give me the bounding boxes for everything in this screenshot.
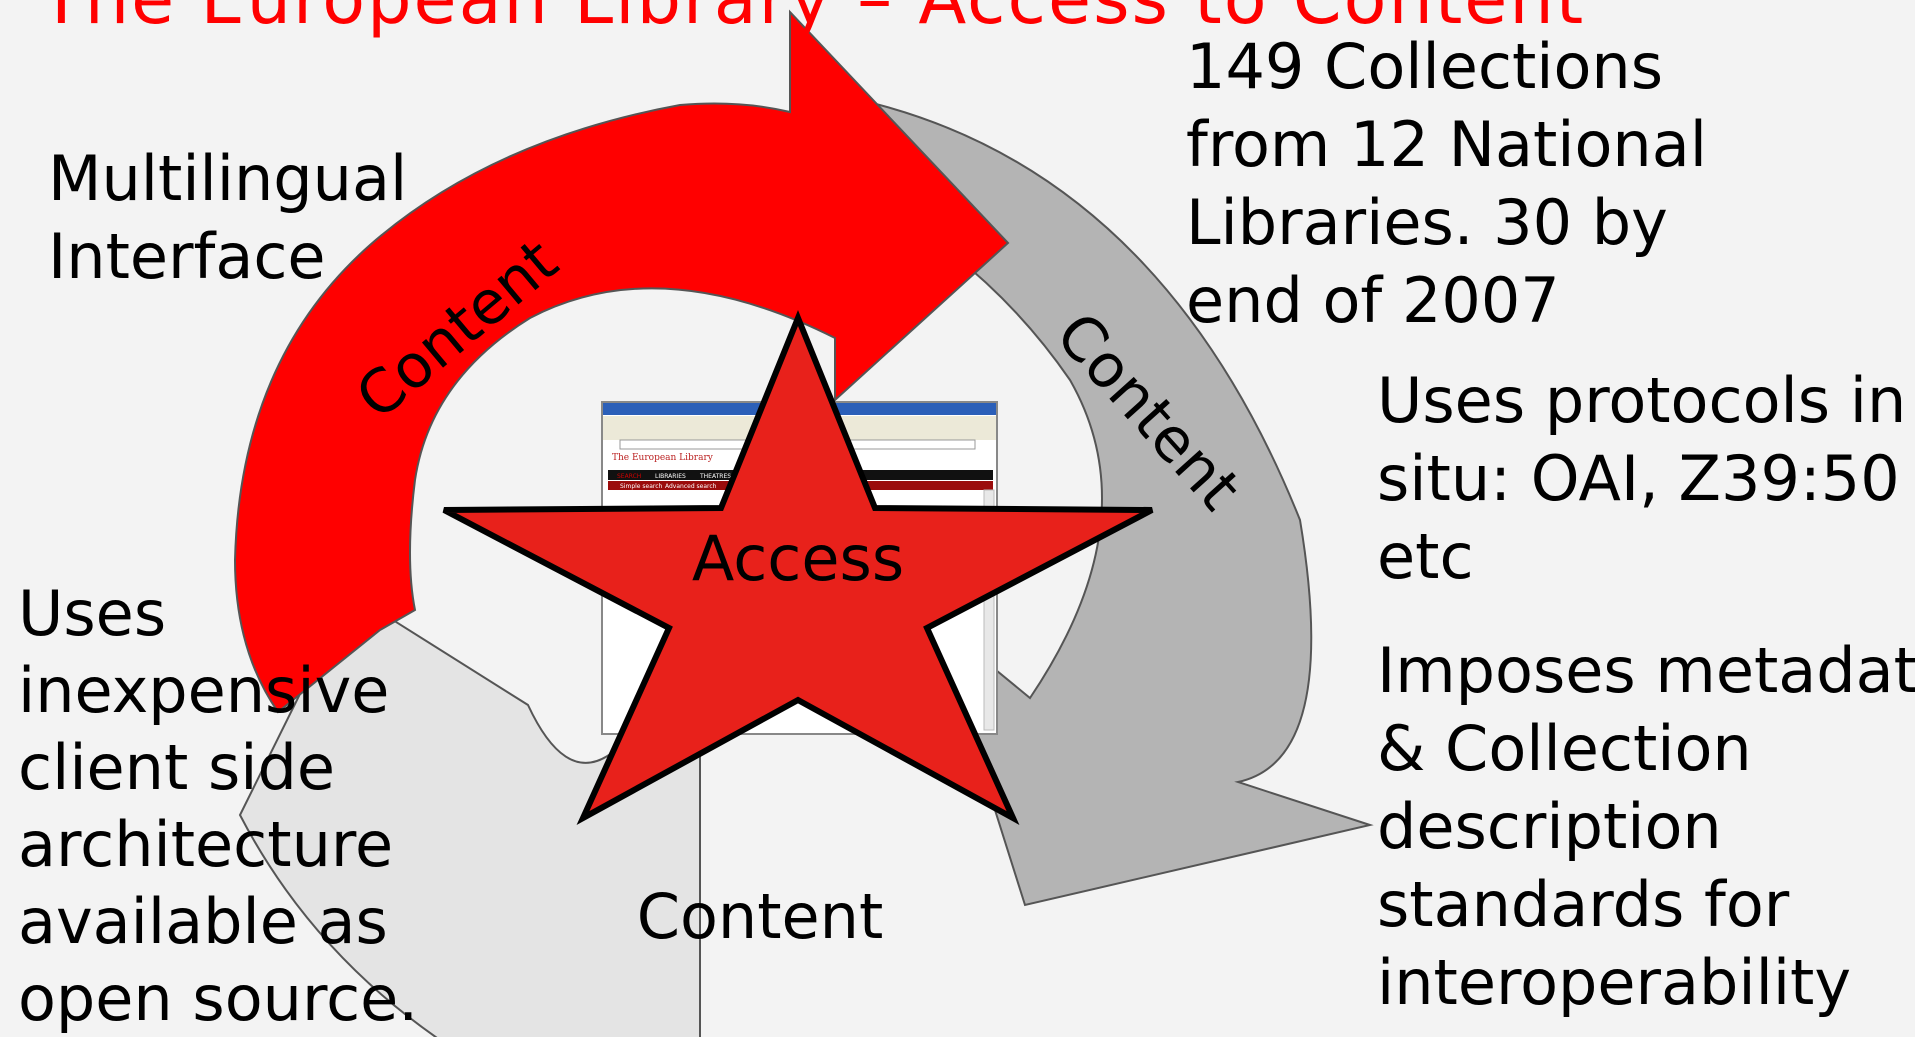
browser-subtab-advanced: Advanced search <box>665 483 717 490</box>
note-line: Uses <box>18 577 167 650</box>
browser-subtab-simple: Simple search <box>620 483 663 490</box>
note-line: from 12 National <box>1186 108 1707 181</box>
note-line: Interface <box>48 220 326 293</box>
note-line: Uses protocols in <box>1377 364 1907 437</box>
access-star <box>442 310 1154 825</box>
red-arrow <box>233 9 1010 714</box>
center-access-label: Access <box>692 522 904 595</box>
browser-scrollbar <box>983 489 995 731</box>
note-line: interoperability <box>1377 946 1852 1019</box>
note-line: description <box>1377 790 1722 863</box>
browser-tab-search: SEARCH <box>617 473 641 480</box>
multilingual-note: Multilingual Interface <box>48 140 407 296</box>
note-line: Multilingual <box>48 142 408 215</box>
architecture-note: Uses inexpensive client side architectur… <box>18 575 418 1037</box>
browser-tab-libraries: LIBRARIES <box>655 473 686 480</box>
browser-tab-theatres: THEATRES <box>699 473 731 480</box>
note-line: standards for <box>1377 868 1790 941</box>
metadata-note: Imposes metadata & Collection descriptio… <box>1377 632 1915 1022</box>
note-line: client side <box>18 731 336 804</box>
browser-site-title: The European Library <box>612 453 714 463</box>
note-line: & Collection <box>1377 712 1752 785</box>
note-line: Libraries. 30 by <box>1186 186 1668 259</box>
collections-note: 149 Collections from 12 National Librari… <box>1186 28 1707 340</box>
note-line: situ: OAI, Z39:50 <box>1377 442 1900 515</box>
slide-title: The European Library – Access to Content <box>40 0 1585 34</box>
note-line: inexpensive <box>18 654 390 727</box>
light-arrow-content-label: Content <box>637 880 884 953</box>
note-line: end of 2007 <box>1186 264 1560 337</box>
dark-grey-arrow <box>757 98 1374 907</box>
note-line: architecture <box>18 808 394 881</box>
note-line: open source. <box>18 962 419 1035</box>
note-line: available as <box>18 885 388 958</box>
note-line: 149 Collections <box>1186 30 1664 103</box>
note-line: etc <box>1377 520 1474 593</box>
protocols-note: Uses protocols in situ: OAI, Z39:50 etc <box>1377 362 1906 596</box>
note-line: Imposes metadata <box>1377 634 1915 707</box>
